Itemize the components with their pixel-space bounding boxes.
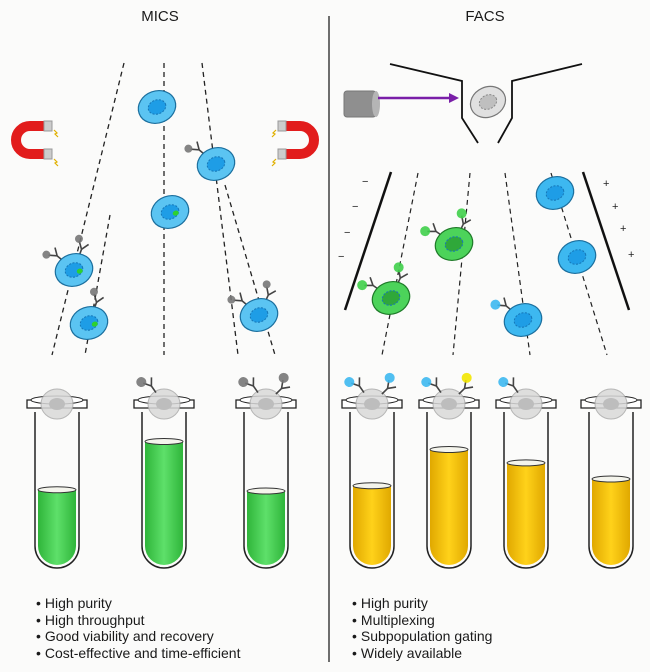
fluorophore-icon: [278, 372, 289, 383]
tube-fluid: [507, 462, 545, 565]
fluorophore-icon: [238, 377, 249, 388]
fluorophore-icon: [498, 377, 509, 388]
antibody-icon: [74, 234, 90, 258]
flow-line: [452, 172, 471, 356]
tube-fluid: [38, 489, 76, 565]
fluorophore-icon: [184, 144, 193, 153]
facs-advantage: Multiplexing: [352, 612, 492, 629]
fluorophore-icon: [420, 226, 431, 237]
negative-charge: −: [362, 176, 368, 188]
fluorophore-icon: [461, 372, 472, 383]
antibody-icon: [458, 372, 474, 395]
fluorophore-icon: [262, 280, 271, 289]
positive-charge: +: [612, 201, 618, 213]
captured-cell-icon: [594, 388, 628, 420]
tube-fluid: [145, 441, 183, 565]
antibody-icon: [227, 292, 249, 307]
antibody-icon: [490, 297, 513, 312]
collection-tube: [26, 388, 88, 569]
fluorophore-icon: [357, 280, 368, 291]
collection-tube: [580, 388, 642, 569]
cell-icon: [69, 287, 109, 340]
positive-charge: +: [620, 223, 626, 235]
cell-icon: [137, 90, 177, 124]
cell-icon: [557, 240, 597, 274]
cell-icon: [150, 195, 190, 229]
fluorophore-icon: [490, 299, 501, 310]
cell-icon: [357, 262, 411, 315]
mics-title: MICS: [141, 8, 179, 25]
cell-icon: [42, 234, 94, 287]
flow-line: [201, 62, 239, 356]
captured-cell-icon: [40, 388, 74, 420]
magnet-icon: [271, 120, 319, 167]
fluorophore-icon: [456, 208, 467, 219]
fluorophore-icon: [421, 377, 432, 388]
captured-cell-icon: [136, 377, 181, 420]
captured-cell-icon: [421, 372, 474, 420]
fluorophore-icon: [89, 287, 98, 296]
fluorophore-icon: [42, 250, 51, 259]
collection-tube: [235, 372, 297, 569]
fluorophore-icon: [384, 372, 395, 383]
cell-icon: [490, 297, 543, 337]
charge-markers: −−−−++++: [338, 176, 634, 263]
tube-fluid: [430, 449, 468, 565]
fluorophore-icon: [344, 377, 355, 388]
tube-fluid: [592, 479, 630, 565]
laser-arrow-head: [449, 93, 459, 103]
facs-advantage: Widely available: [352, 645, 492, 662]
negative-charge: −: [344, 227, 350, 239]
facs-advantage: Subpopulation gating: [352, 628, 493, 645]
positive-charge: +: [603, 178, 609, 190]
antibody-icon: [275, 372, 291, 395]
antibody-icon: [357, 277, 380, 291]
mics-advantage: High throughput: [36, 612, 240, 629]
tube-fluid: [353, 485, 391, 565]
collection-tube: [495, 377, 557, 569]
facs-advantage: High purity: [352, 595, 492, 612]
facs-title: FACS: [465, 8, 505, 25]
cell-icon: [535, 176, 575, 210]
fluorophore-icon: [74, 234, 83, 243]
collection-tube: [418, 372, 480, 569]
fluorophore-icon: [393, 262, 404, 273]
antibody-icon: [238, 377, 259, 393]
captured-cell-icon: [498, 377, 543, 420]
antibody-icon: [393, 262, 409, 286]
cell-icon: [227, 280, 279, 332]
captured-cell-icon: [344, 372, 397, 420]
mics-advantages-list: High purity High throughput Good viabili…: [36, 595, 241, 662]
fluorophore-icon: [227, 295, 236, 304]
negative-deflection-plate: [343, 171, 393, 311]
antibody-icon: [420, 223, 443, 237]
collection-tube: [133, 377, 195, 569]
interrogated-cell: [469, 85, 507, 119]
laser-source: [343, 90, 380, 118]
mics-advantage: High purity: [36, 595, 240, 612]
tube-fluid: [247, 491, 285, 565]
facs-advantages-list: High purity Multiplexing Subpopulation g…: [352, 595, 493, 662]
positive-charge: +: [628, 249, 634, 261]
negative-charge: −: [352, 201, 358, 213]
cell-icon: [420, 208, 474, 261]
mics-advantage: Good viability and recovery: [36, 628, 240, 645]
fluorophore-icon: [136, 377, 147, 388]
mics-advantage: Cost-effective and time-efficient: [36, 645, 241, 662]
positive-deflection-plate: [581, 171, 631, 311]
magnet-icon: [11, 120, 59, 167]
antibody-icon: [136, 377, 157, 393]
negative-charge: −: [338, 251, 344, 263]
cell-icon: [184, 141, 236, 181]
collection-tube: [341, 372, 403, 569]
antibody-icon: [381, 372, 397, 395]
antibody-icon: [421, 377, 442, 393]
facs-nozzle: [389, 63, 583, 144]
antibody-icon: [344, 377, 365, 393]
antibody-icon: [498, 377, 519, 393]
captured-cell-icon: [238, 372, 291, 420]
